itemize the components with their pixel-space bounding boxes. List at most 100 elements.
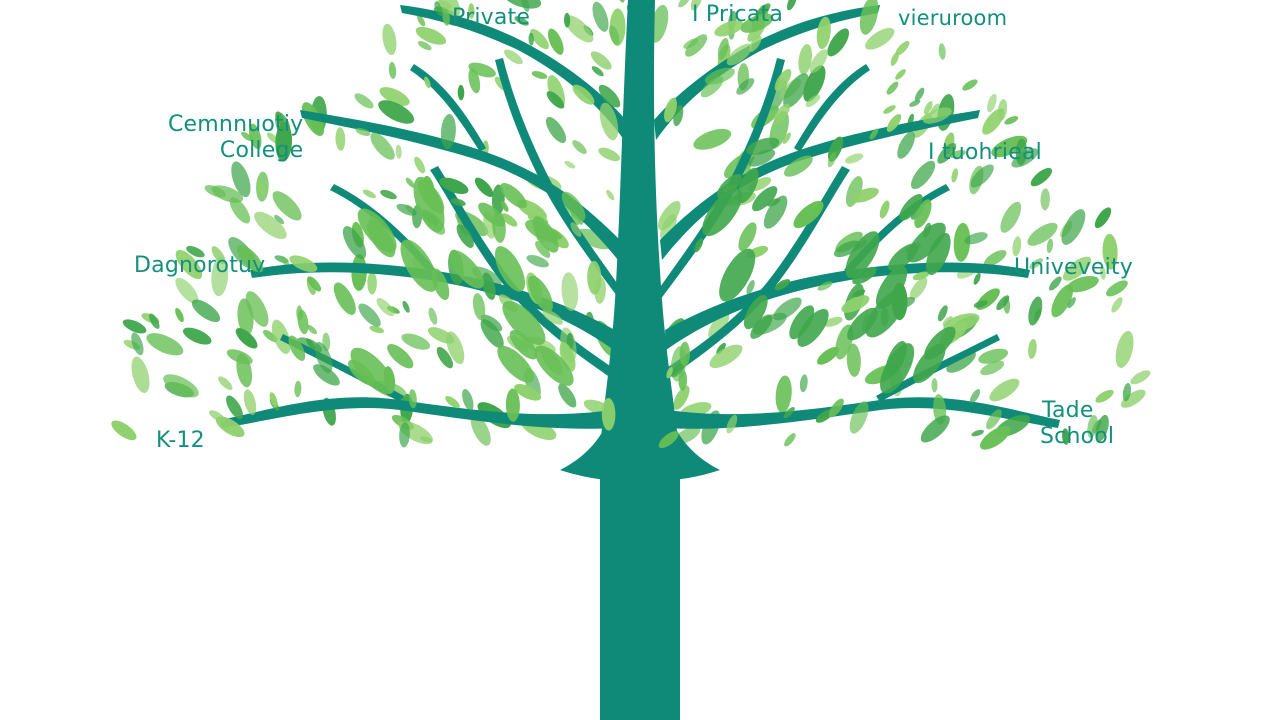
leaf-shape — [502, 0, 542, 9]
leaf-shape — [798, 44, 813, 75]
leaf-shape — [805, 94, 821, 108]
leaf-shape — [714, 20, 744, 37]
leaf-shape — [1111, 297, 1123, 313]
leaf-shape — [369, 325, 385, 334]
leaf-shape — [504, 49, 523, 65]
leaf-shape — [617, 0, 626, 3]
leaf-shape — [354, 93, 374, 109]
leaf-shape — [577, 228, 612, 250]
leaf-shape — [608, 25, 620, 45]
leaf-shape — [545, 116, 567, 144]
leaf-shape — [1061, 209, 1086, 245]
leaf-shape — [509, 330, 538, 360]
leaf-shape — [886, 114, 902, 132]
leaf-shape — [417, 40, 432, 51]
leaf-shape — [428, 307, 438, 325]
leaf-shape — [500, 182, 527, 209]
leaf-shape — [1046, 238, 1054, 253]
leaf-shape — [342, 226, 367, 260]
leaf-shape — [482, 272, 496, 300]
label-trade-line1: Tade — [1042, 398, 1094, 423]
leaf-shape — [396, 203, 417, 216]
leaf-shape — [297, 309, 309, 335]
leaf-shape — [774, 279, 791, 291]
leaf-shape — [930, 103, 940, 115]
leaf-shape — [294, 380, 302, 398]
leaf-shape — [248, 123, 262, 150]
leaf-shape — [434, 0, 461, 17]
leaf-shape — [592, 1, 609, 32]
leaf-shape — [708, 311, 730, 339]
leaf-shape — [910, 160, 936, 190]
leaf-shape — [937, 142, 957, 164]
leaf-shape — [547, 28, 564, 55]
leaf-shape — [289, 255, 318, 273]
leaf-shape — [275, 122, 293, 162]
leaf-shape — [505, 388, 520, 422]
leaf-shape — [502, 301, 546, 345]
leaf-shape — [598, 84, 621, 108]
leaf-shape — [883, 105, 896, 114]
leaf-shape — [740, 13, 774, 33]
leaf-shape — [587, 260, 602, 295]
leaf-shape — [288, 335, 306, 361]
leaf-shape — [401, 333, 431, 350]
label-pricata: I Pricata — [692, 2, 783, 28]
leaf-shape — [376, 298, 395, 317]
leaf-shape — [431, 268, 450, 301]
leaf-shape — [920, 415, 950, 443]
tree-trunk — [599, 0, 680, 720]
leaf-shape — [845, 176, 863, 207]
leaf-shape — [382, 23, 397, 56]
leaf-shape — [245, 291, 269, 327]
leaf-shape — [1130, 370, 1151, 385]
leaf-shape — [1120, 389, 1146, 408]
leaf-shape — [362, 189, 376, 199]
leaf-shape — [514, 384, 542, 401]
leaf-shape — [209, 410, 226, 423]
leaf-shape — [358, 303, 381, 327]
leaf-shape — [310, 120, 318, 133]
leaf-shape — [131, 356, 150, 393]
leaf-shape — [946, 350, 976, 373]
leaf-shape — [399, 422, 410, 448]
leaf-shape — [491, 184, 505, 215]
leaf-shape — [402, 300, 410, 313]
leaf-shape — [1105, 280, 1128, 297]
leaf-shape — [964, 232, 988, 245]
leaf-shape — [367, 271, 377, 295]
leaf-shape — [775, 375, 792, 414]
leaf-shape — [472, 293, 486, 321]
leaf-shape — [852, 289, 866, 298]
leaf-shape — [1095, 414, 1109, 442]
leaf-shape — [828, 398, 844, 418]
label-university-text: Univeveity — [1014, 255, 1134, 280]
leaf-shape — [468, 3, 475, 19]
leaf-shape — [514, 16, 529, 26]
leaf-shape — [991, 135, 1028, 158]
leaf-shape — [535, 241, 551, 258]
leaf-shape — [417, 14, 426, 27]
leaf-shape — [849, 401, 869, 434]
leaf-shape — [786, 0, 797, 11]
leaf-shape — [531, 71, 548, 79]
twig-right-3 — [794, 64, 870, 152]
leaf-shape — [420, 436, 433, 443]
leaf-shape — [658, 431, 679, 449]
label-vieruroom: vieruroom — [898, 5, 1007, 31]
branch-left-diag2 — [495, 58, 622, 300]
leaf-shape — [186, 246, 205, 258]
branch-right-diag2 — [658, 58, 785, 300]
leaf-shape — [717, 37, 729, 60]
leaf-shape — [379, 87, 410, 106]
leaf-shape — [763, 195, 788, 229]
leaf-shape — [895, 41, 910, 56]
leaf-shape — [815, 409, 834, 423]
leaf-shape — [942, 316, 953, 326]
leaf-shape — [973, 273, 981, 285]
leaf-shape — [314, 341, 333, 374]
leaf-shape — [664, 97, 677, 123]
leaf-shape — [231, 161, 251, 198]
leaf-shape — [175, 307, 184, 323]
leaf-shape — [743, 294, 768, 330]
